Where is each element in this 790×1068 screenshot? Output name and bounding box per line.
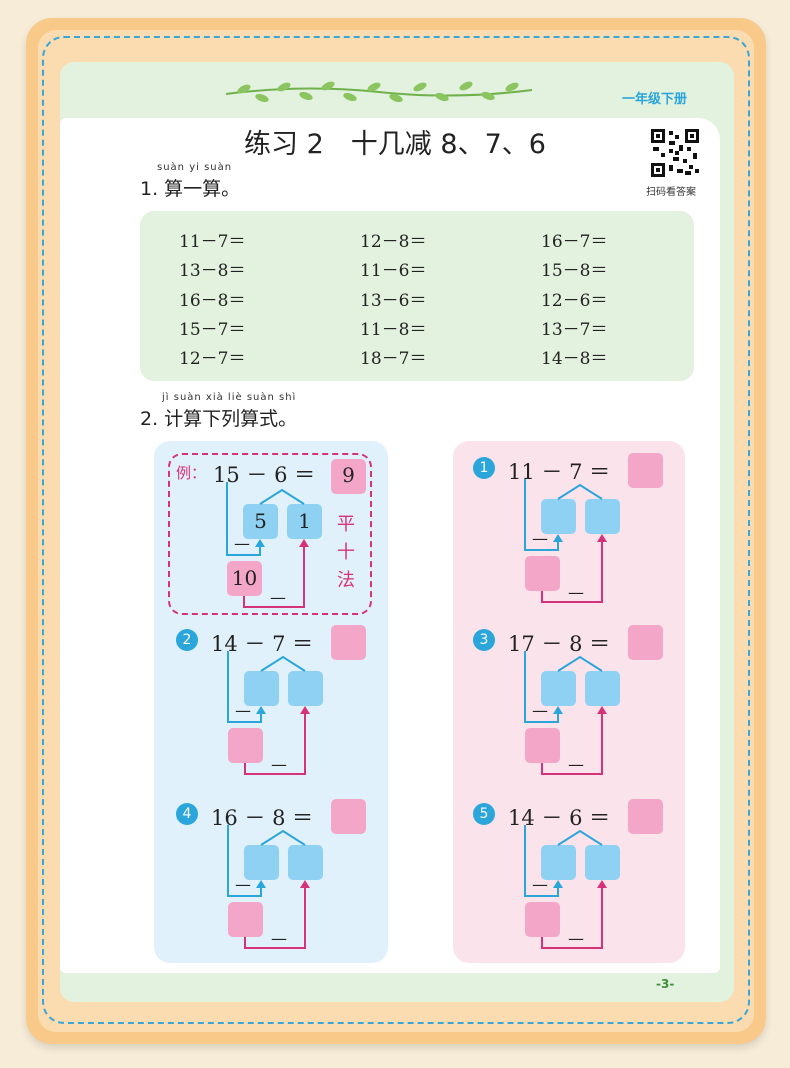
example-answer: 9 [342, 463, 355, 487]
calc-item: 16－7＝ [541, 232, 608, 252]
problem-equation: 17 － 8 ＝ [508, 632, 611, 656]
minus-sign: — [568, 755, 584, 774]
answer-box[interactable] [628, 625, 663, 660]
qr-code-icon[interactable] [651, 129, 699, 177]
calc-item: 12－6＝ [541, 290, 608, 311]
problem-number-badge: 3 [473, 629, 495, 651]
example-ten: 10 [231, 566, 258, 590]
ten-box[interactable] [525, 556, 560, 591]
split-box-right[interactable] [288, 845, 323, 880]
problem-3: 3 17 － 8 ＝ — — [473, 625, 713, 788]
ten-box[interactable] [228, 902, 263, 937]
calc-item: 11－6＝ [360, 261, 427, 282]
minus-sign: — [568, 583, 584, 602]
split-box-left[interactable] [541, 671, 576, 706]
calc-item: 15－8＝ [541, 261, 608, 282]
calc-item: 12－7＝ [179, 349, 246, 370]
calc-item: 13－6＝ [360, 290, 427, 311]
example-problem: 例： 15 － 6 ＝ 9 5 1 10 — — 平 十 法 [176, 459, 416, 619]
ten-box[interactable] [228, 728, 263, 763]
minus-sign: — [234, 534, 250, 553]
section1-pinyin: suàn yi suàn [157, 162, 233, 173]
ten-box[interactable] [525, 728, 560, 763]
calc-item: 11－8＝ [360, 319, 427, 340]
example-diagram [226, 459, 366, 608]
minus-sign: — [532, 701, 548, 720]
minus-sign: — [532, 529, 548, 548]
ten-box[interactable] [525, 902, 560, 937]
split-box-right[interactable] [585, 845, 620, 880]
calc-item: 13－8＝ [179, 261, 246, 282]
answer-box[interactable] [331, 625, 366, 660]
calc-item: 12－8＝ [360, 232, 427, 252]
minus-sign: — [235, 701, 251, 720]
split-box-left[interactable] [541, 845, 576, 880]
minus-sign: — [532, 875, 548, 894]
problem-equation: 14 － 6 ＝ [508, 806, 611, 830]
calc-item: 13－7＝ [541, 319, 608, 340]
page-title: 练习 2 十几减 8、7、6 [244, 129, 546, 160]
calc-item: 15－7＝ [179, 319, 246, 340]
answer-box [331, 459, 366, 494]
example-split-b: 1 [298, 509, 311, 533]
minus-sign: — [568, 929, 584, 948]
minus-sign: — [235, 875, 251, 894]
problem-number-badge: 5 [473, 803, 495, 825]
minus-sign: — [270, 588, 286, 607]
calc-panel [140, 211, 694, 381]
problem-diagram [227, 799, 366, 949]
problem-equation: 11 － 7 ＝ [508, 460, 611, 484]
ten-box [227, 561, 262, 596]
problem-diagram [524, 799, 663, 949]
answer-box[interactable] [628, 799, 663, 834]
section2-pinyin: jì suàn xià liè suàn shì [162, 392, 297, 403]
problem-number-badge: 2 [176, 629, 198, 651]
split-box-left[interactable] [541, 499, 576, 534]
problem-1: 1 11 － 7 ＝ — — [473, 453, 713, 616]
split-box-left[interactable] [244, 671, 279, 706]
minus-sign: — [271, 755, 287, 774]
section1-title: 1. 算一算。 [140, 178, 241, 200]
split-box-right[interactable] [585, 671, 620, 706]
example-equation: 15 － 6 ＝ [213, 463, 316, 487]
calc-item: 14－8＝ [541, 349, 608, 370]
method-label: 平 十 法 [337, 514, 355, 591]
problem-5: 5 14 － 6 ＝ — — [473, 799, 713, 962]
answer-box[interactable] [628, 453, 663, 488]
dashed-frame [42, 36, 750, 1024]
page-number: -3- [656, 977, 675, 991]
problem-number-badge: 1 [473, 457, 495, 479]
split-box-left [243, 504, 278, 539]
split-box-right[interactable] [288, 671, 323, 706]
qr-label: 扫码看答案 [646, 187, 696, 198]
problem-4: 4 16 － 8 ＝ — — [176, 799, 416, 962]
problem-2: 2 14 － 7 ＝ — — [176, 625, 416, 788]
problem-equation: 14 － 7 ＝ [211, 632, 314, 656]
section2-title: 2. 计算下列算式。 [140, 408, 298, 430]
split-box-right [287, 504, 322, 539]
split-box-right[interactable] [585, 499, 620, 534]
example-label: 例： [176, 464, 207, 482]
minus-sign: — [271, 929, 287, 948]
grade-label: 一年级下册 [622, 92, 688, 107]
problem-diagram [524, 453, 663, 603]
calc-item: 18－7＝ [360, 349, 427, 370]
problem-diagram [227, 625, 366, 775]
example-box [168, 453, 372, 615]
calc-item: 16－8＝ [179, 290, 246, 311]
vine-decoration-icon [225, 81, 533, 103]
problem-equation: 16 － 8 ＝ [211, 806, 314, 830]
example-split-a: 5 [254, 509, 267, 533]
problem-diagram [524, 625, 663, 775]
problem-number-badge: 4 [176, 803, 198, 825]
split-box-left[interactable] [244, 845, 279, 880]
calc-item: 11－7＝ [179, 232, 246, 252]
answer-box[interactable] [331, 799, 366, 834]
